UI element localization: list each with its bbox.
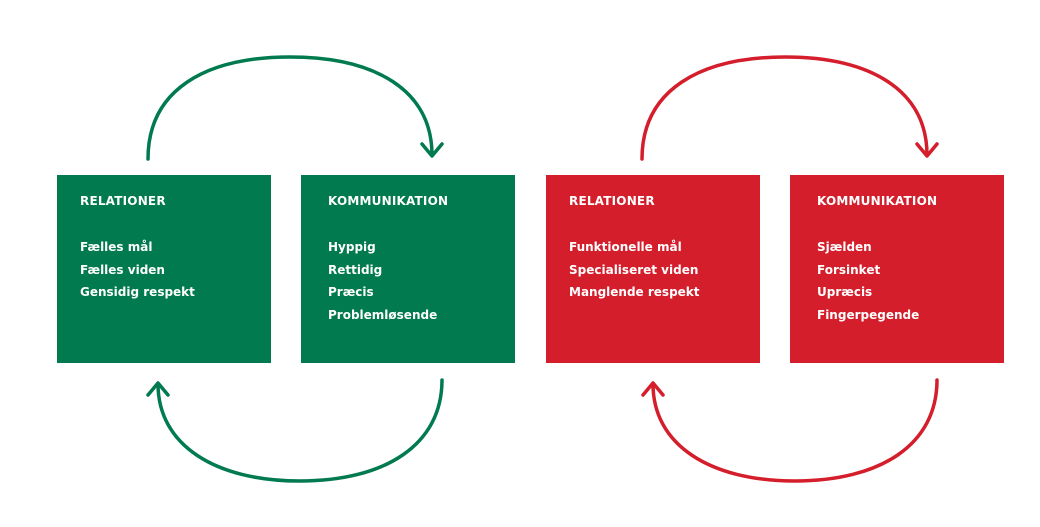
list-item: Gensidig respekt	[80, 285, 195, 299]
negative-kommunikation-box: KOMMUNIKATION Sjælden Forsinket Upræcis …	[790, 175, 1004, 363]
positive-relationer-box: RELATIONER Fælles mål Fælles viden Gensi…	[57, 175, 271, 363]
list-item: Manglende respekt	[569, 285, 700, 299]
list-item: Hyppig	[328, 240, 376, 254]
box-title: KOMMUNIKATION	[328, 194, 449, 208]
list-item: Upræcis	[817, 285, 873, 299]
positive-kommunikation-box: KOMMUNIKATION Hyppig Rettidig Præcis Pro…	[301, 175, 515, 363]
red-bottom-arrow	[641, 378, 939, 483]
green-top-arrow	[146, 55, 444, 161]
box-list: Funktionelle mål Specialiseret viden Man…	[569, 236, 760, 304]
box-list: Fælles mål Fælles viden Gensidig respekt	[80, 236, 271, 304]
box-list: Hyppig Rettidig Præcis Problemløsende	[328, 236, 515, 326]
negative-relationer-box: RELATIONER Funktionelle mål Specialisere…	[546, 175, 760, 363]
list-item: Fælles mål	[80, 240, 153, 254]
box-title: KOMMUNIKATION	[817, 194, 938, 208]
list-item: Fingerpegende	[817, 307, 920, 322]
list-item: Problemløsende	[328, 307, 438, 322]
list-item: Funktionelle mål	[569, 240, 682, 254]
box-list: Sjælden Forsinket Upræcis Fingerpegende	[817, 236, 1004, 326]
green-bottom-arrow	[146, 378, 444, 483]
list-item: Præcis	[328, 285, 374, 299]
list-item: Sjælden	[817, 240, 872, 254]
box-title: RELATIONER	[569, 194, 655, 208]
list-item: Forsinket	[817, 262, 881, 277]
list-item: Fælles viden	[80, 262, 165, 277]
list-item: Rettidig	[328, 262, 383, 277]
box-title: RELATIONER	[80, 194, 166, 208]
red-top-arrow	[640, 55, 939, 161]
list-item: Specialiseret viden	[569, 262, 699, 277]
